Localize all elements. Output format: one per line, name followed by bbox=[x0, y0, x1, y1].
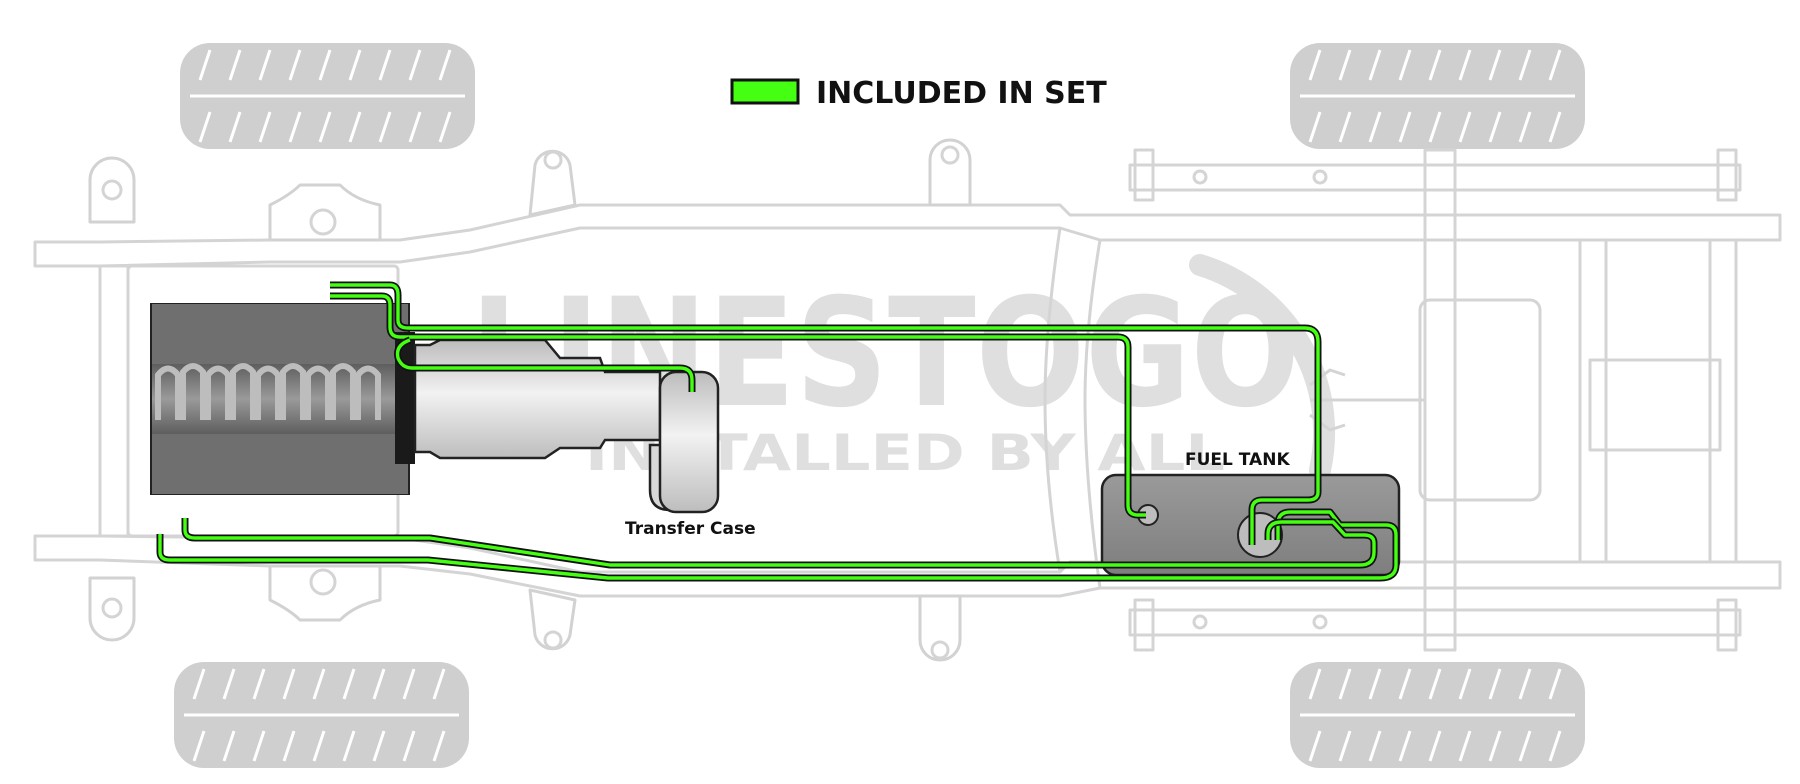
line-supply-main bbox=[330, 283, 1320, 545]
tire-front-right bbox=[174, 662, 469, 768]
fuel-tank-label: FUEL TANK bbox=[1185, 450, 1290, 470]
tire-rear-right bbox=[1290, 662, 1585, 768]
legend-label: INCLUDED IN SET bbox=[816, 76, 1107, 111]
watermark-swoosh bbox=[1189, 254, 1336, 481]
line-return-main bbox=[330, 294, 1146, 517]
engine bbox=[150, 303, 415, 495]
legend: INCLUDED IN SET bbox=[730, 76, 1107, 111]
line-return-long bbox=[183, 518, 1376, 567]
tire-rear-left bbox=[1290, 43, 1585, 149]
transfer-case bbox=[648, 370, 720, 514]
frame-rail-left bbox=[33, 203, 1782, 268]
transfer-case-label: Transfer Case bbox=[625, 519, 756, 539]
tire-front-left bbox=[180, 43, 475, 149]
included-lines bbox=[156, 281, 1400, 582]
legend-swatch bbox=[730, 78, 800, 105]
line-vapor bbox=[395, 338, 694, 392]
line-supply-long bbox=[158, 510, 1398, 580]
